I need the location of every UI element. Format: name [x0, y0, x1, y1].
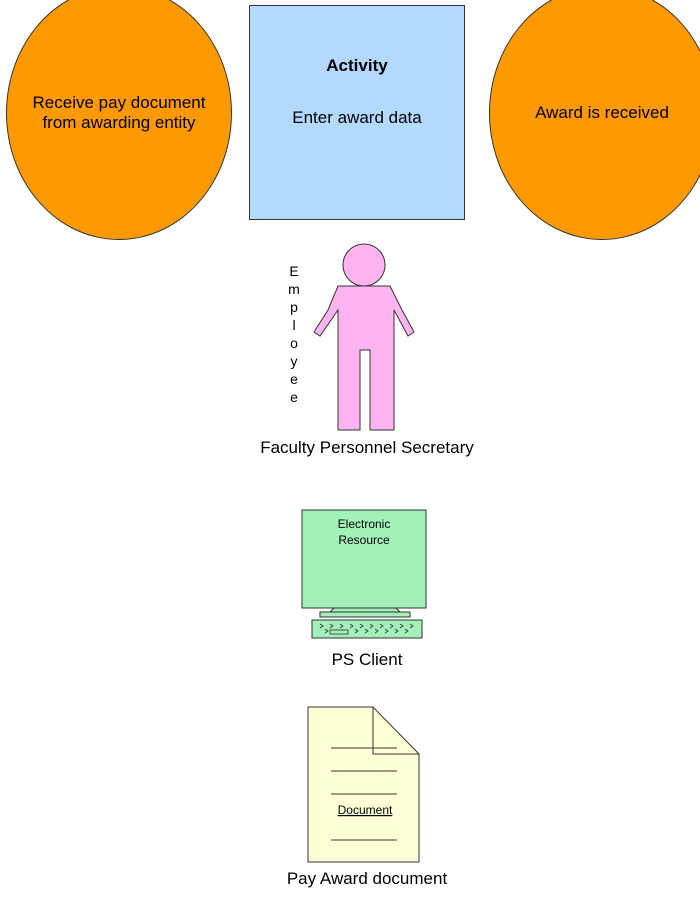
employee-label-letter: E	[289, 263, 299, 279]
computer-icon: Electronic Resource	[301, 509, 427, 639]
employee-label-letter: o	[290, 335, 298, 351]
electronic-resource-caption: PS Client	[331, 650, 403, 669]
activity-box: Activity Enter award data	[249, 5, 465, 220]
document-caption: Pay Award document	[286, 869, 448, 888]
employee-label-letter: l	[292, 317, 296, 333]
employee-label-letter: e	[290, 371, 298, 387]
end-event-circle: Award is received	[489, 0, 700, 240]
activity-text: Enter award data	[292, 108, 422, 127]
start-event-circle: Receive pay document from awarding entit…	[6, 0, 232, 240]
employee-label-letter: e	[290, 389, 298, 405]
employee-caption: Faculty Personnel Secretary	[260, 438, 474, 457]
keyboard-keys	[319, 623, 414, 635]
document-inner-label: Document	[338, 803, 393, 817]
employee-label-letter: y	[290, 353, 298, 369]
screen-text-line-1: Electronic	[338, 517, 391, 531]
employee-label-letter: m	[288, 281, 300, 297]
screen-text-line-2: Resource	[338, 533, 390, 547]
document-icon: Document	[307, 706, 420, 863]
start-event-label: Receive pay document from awarding entit…	[32, 92, 206, 132]
person-icon	[313, 243, 415, 431]
activity-title: Activity	[326, 56, 388, 75]
end-event-label: Award is received	[535, 103, 669, 122]
employee-label-letter: p	[290, 299, 298, 315]
